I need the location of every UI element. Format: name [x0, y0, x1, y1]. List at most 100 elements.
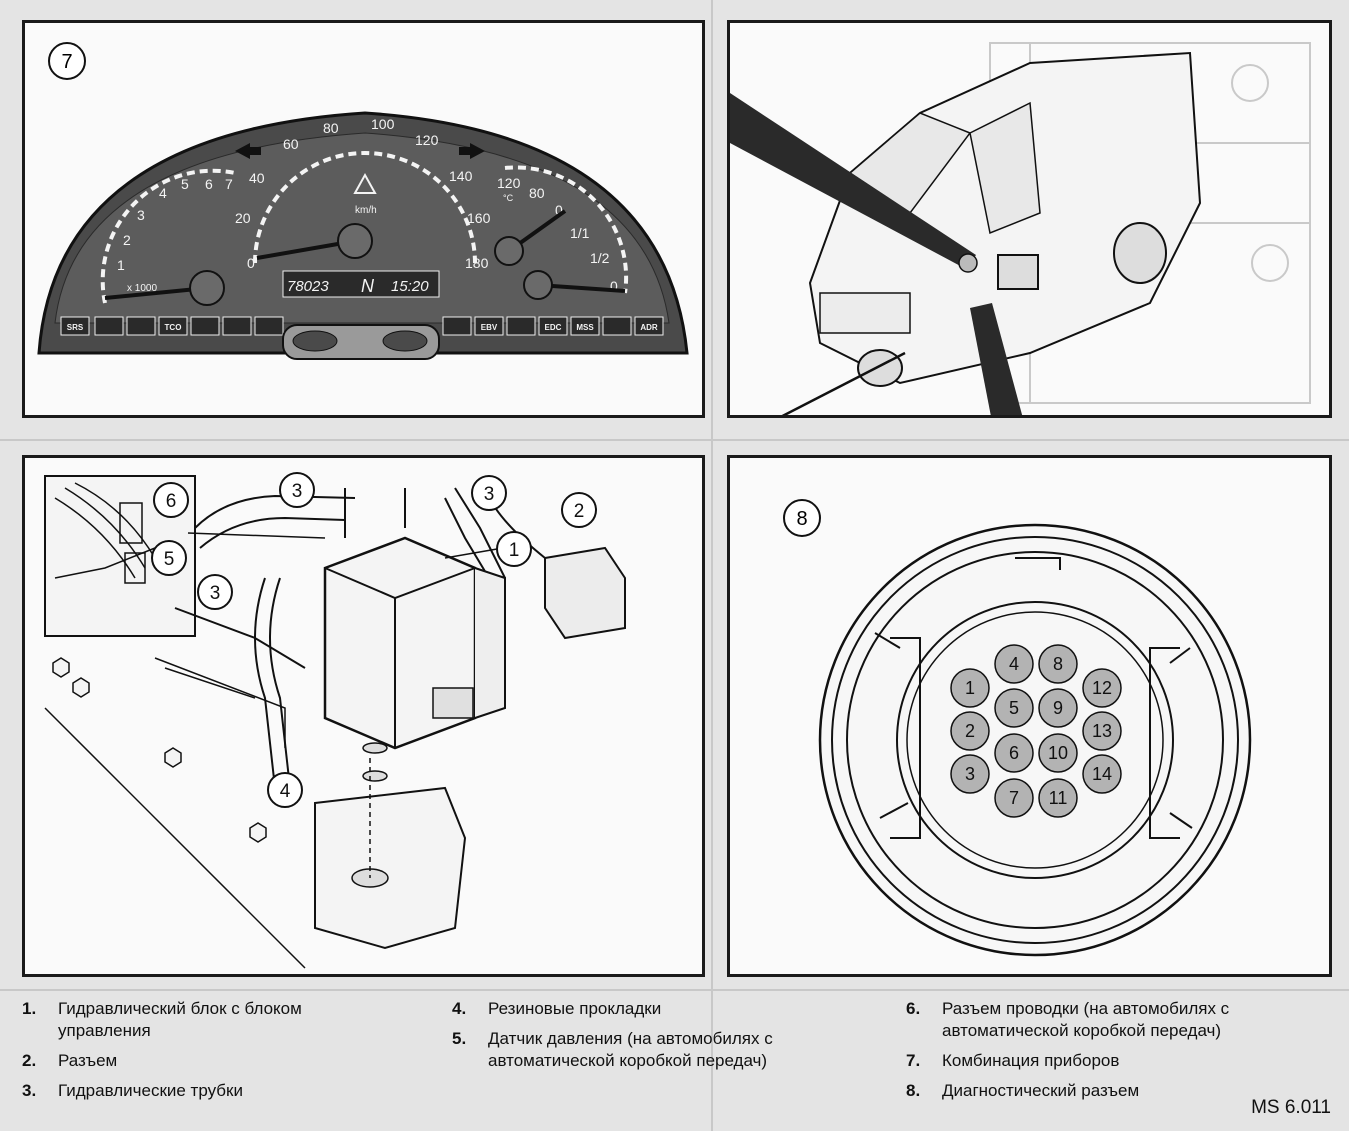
connector-locator-cone	[970, 303, 1023, 415]
connector-pin	[1038, 644, 1078, 684]
temp-unit: °C	[503, 193, 514, 203]
callout-1-leader	[444, 548, 498, 559]
connector-pin	[1082, 754, 1122, 794]
rpm-tick: 4	[159, 185, 167, 201]
van-side-window	[969, 101, 1041, 235]
legend-number: 2.	[22, 1051, 37, 1070]
callout-4-circle	[267, 772, 303, 808]
van-front-wheel	[857, 349, 903, 387]
rpm-unit: x 1000	[127, 283, 157, 294]
callout-2-label: 2	[574, 501, 585, 522]
indicator-box	[190, 316, 220, 336]
edc-indicator-label: EDC	[545, 323, 562, 332]
fuel-hub	[523, 270, 553, 300]
connector-pin	[1082, 668, 1122, 708]
connector-pin	[1038, 688, 1078, 728]
pin-label: 6	[1009, 743, 1019, 763]
legend-item: 7. Комбинация приборов	[906, 1050, 1326, 1072]
legend-number: 3.	[22, 1081, 37, 1100]
temp-tick: 80	[529, 185, 545, 201]
rpm-tick: 7	[225, 176, 233, 192]
pin-label: 3	[965, 764, 975, 784]
pin-label: 1	[965, 678, 975, 698]
legend-item: 6. Разъем проводки (на автомобилях с авт…	[906, 998, 1326, 1042]
legend-text: Резиновые прокладки	[488, 999, 662, 1018]
pin-label: 12	[1092, 678, 1112, 698]
van-rear-wheel	[1113, 222, 1167, 284]
callout-5-label: 5	[164, 549, 175, 570]
mounting-nut	[164, 747, 182, 768]
callout-6-label: 6	[166, 491, 177, 512]
srs-indicator-label: SRS	[67, 323, 84, 332]
indicator-box	[222, 316, 252, 336]
rpm-tick: 3	[137, 207, 145, 223]
speed-tick: 40	[249, 170, 265, 186]
speed-unit: km/h	[355, 205, 377, 216]
legend-number: 7.	[906, 1051, 921, 1070]
fuel-tick: 1/1	[570, 225, 590, 241]
legend-item: 2. Разъем	[22, 1050, 422, 1072]
legend-text: Диагностический разъем	[942, 1081, 1140, 1100]
speed-tick: 100	[371, 116, 395, 132]
speedometer-hub	[337, 223, 373, 259]
rubber-seal	[362, 742, 388, 754]
indicator-box	[506, 316, 536, 336]
control-module	[474, 567, 506, 719]
fuel-tick: 1/2	[590, 250, 610, 266]
mounting-nut	[72, 677, 90, 698]
legend-column-1: 1. Гидравлический блок с блоком управлен…	[22, 998, 422, 1110]
indicator-box	[602, 316, 632, 336]
instrument-cluster-panel: 7 0 20 40 60 80 100 120 140 160 180 km/h	[22, 20, 705, 418]
temperature-hub	[494, 236, 524, 266]
connector-outer-ring	[818, 523, 1252, 957]
callout-8-label: 8	[796, 508, 807, 530]
callout-7-label: 7	[61, 51, 72, 73]
pin-label: 4	[1009, 654, 1019, 674]
pin-label: 13	[1092, 721, 1112, 741]
cluster-locator-cone	[730, 93, 976, 269]
speed-tick: 140	[449, 168, 473, 184]
pin-label: 5	[1009, 698, 1019, 718]
connector-inner-ring	[896, 601, 1174, 879]
rubber-seal	[362, 770, 388, 782]
callout-5-leader	[187, 532, 326, 539]
legend-item: 3. Гидравлические трубки	[22, 1080, 422, 1102]
pin-label: 10	[1048, 743, 1068, 763]
legend-text: Гидравлические трубки	[58, 1081, 243, 1100]
indicator-box	[94, 316, 124, 336]
mounting-nut	[249, 822, 267, 843]
temp-tick: 0	[555, 202, 563, 218]
adr-indicator-box	[634, 316, 664, 336]
van-connector-location	[997, 254, 1039, 290]
vehicle-drawing	[730, 42, 1311, 415]
indicator-box	[254, 316, 284, 336]
callout-5-circle	[151, 540, 187, 576]
gear-indicator: N	[361, 276, 375, 296]
rpm-tick: 6	[205, 176, 213, 192]
tachometer-arc	[100, 168, 236, 304]
legend-item: 8. Диагностический разъем	[906, 1080, 1326, 1102]
abs-drawing: 1 2 3 3 3 4 5 6	[44, 472, 626, 969]
odometer-reading: 78023	[287, 278, 329, 295]
speed-tick: 160	[467, 210, 491, 226]
connector-pin	[994, 644, 1034, 684]
callout-3-circle	[197, 574, 233, 610]
turn-right-arrow-icon	[459, 143, 485, 159]
mss-indicator-box	[570, 316, 600, 336]
turn-left-arrow-icon	[235, 143, 261, 159]
legend-column-2: 4. Резиновые прокладки 5. Датчик давлени…	[452, 998, 872, 1080]
legend-item: 5. Датчик давления (на автомобилях с авт…	[452, 1028, 872, 1072]
speed-tick: 80	[323, 120, 339, 136]
legend-number: 5.	[452, 1029, 467, 1048]
vehicle-locator-panel	[727, 20, 1332, 418]
adr-indicator-label: ADR	[640, 323, 658, 332]
legend-item: 4. Резиновые прокладки	[452, 998, 872, 1020]
legend-number: 8.	[906, 1081, 921, 1100]
warning-triangle-icon	[353, 172, 377, 194]
van-grille	[819, 292, 911, 334]
lcd-display	[282, 270, 440, 298]
cluster-location-marker	[958, 253, 978, 273]
pin-label: 14	[1092, 764, 1112, 784]
srs-indicator-box	[60, 316, 90, 336]
